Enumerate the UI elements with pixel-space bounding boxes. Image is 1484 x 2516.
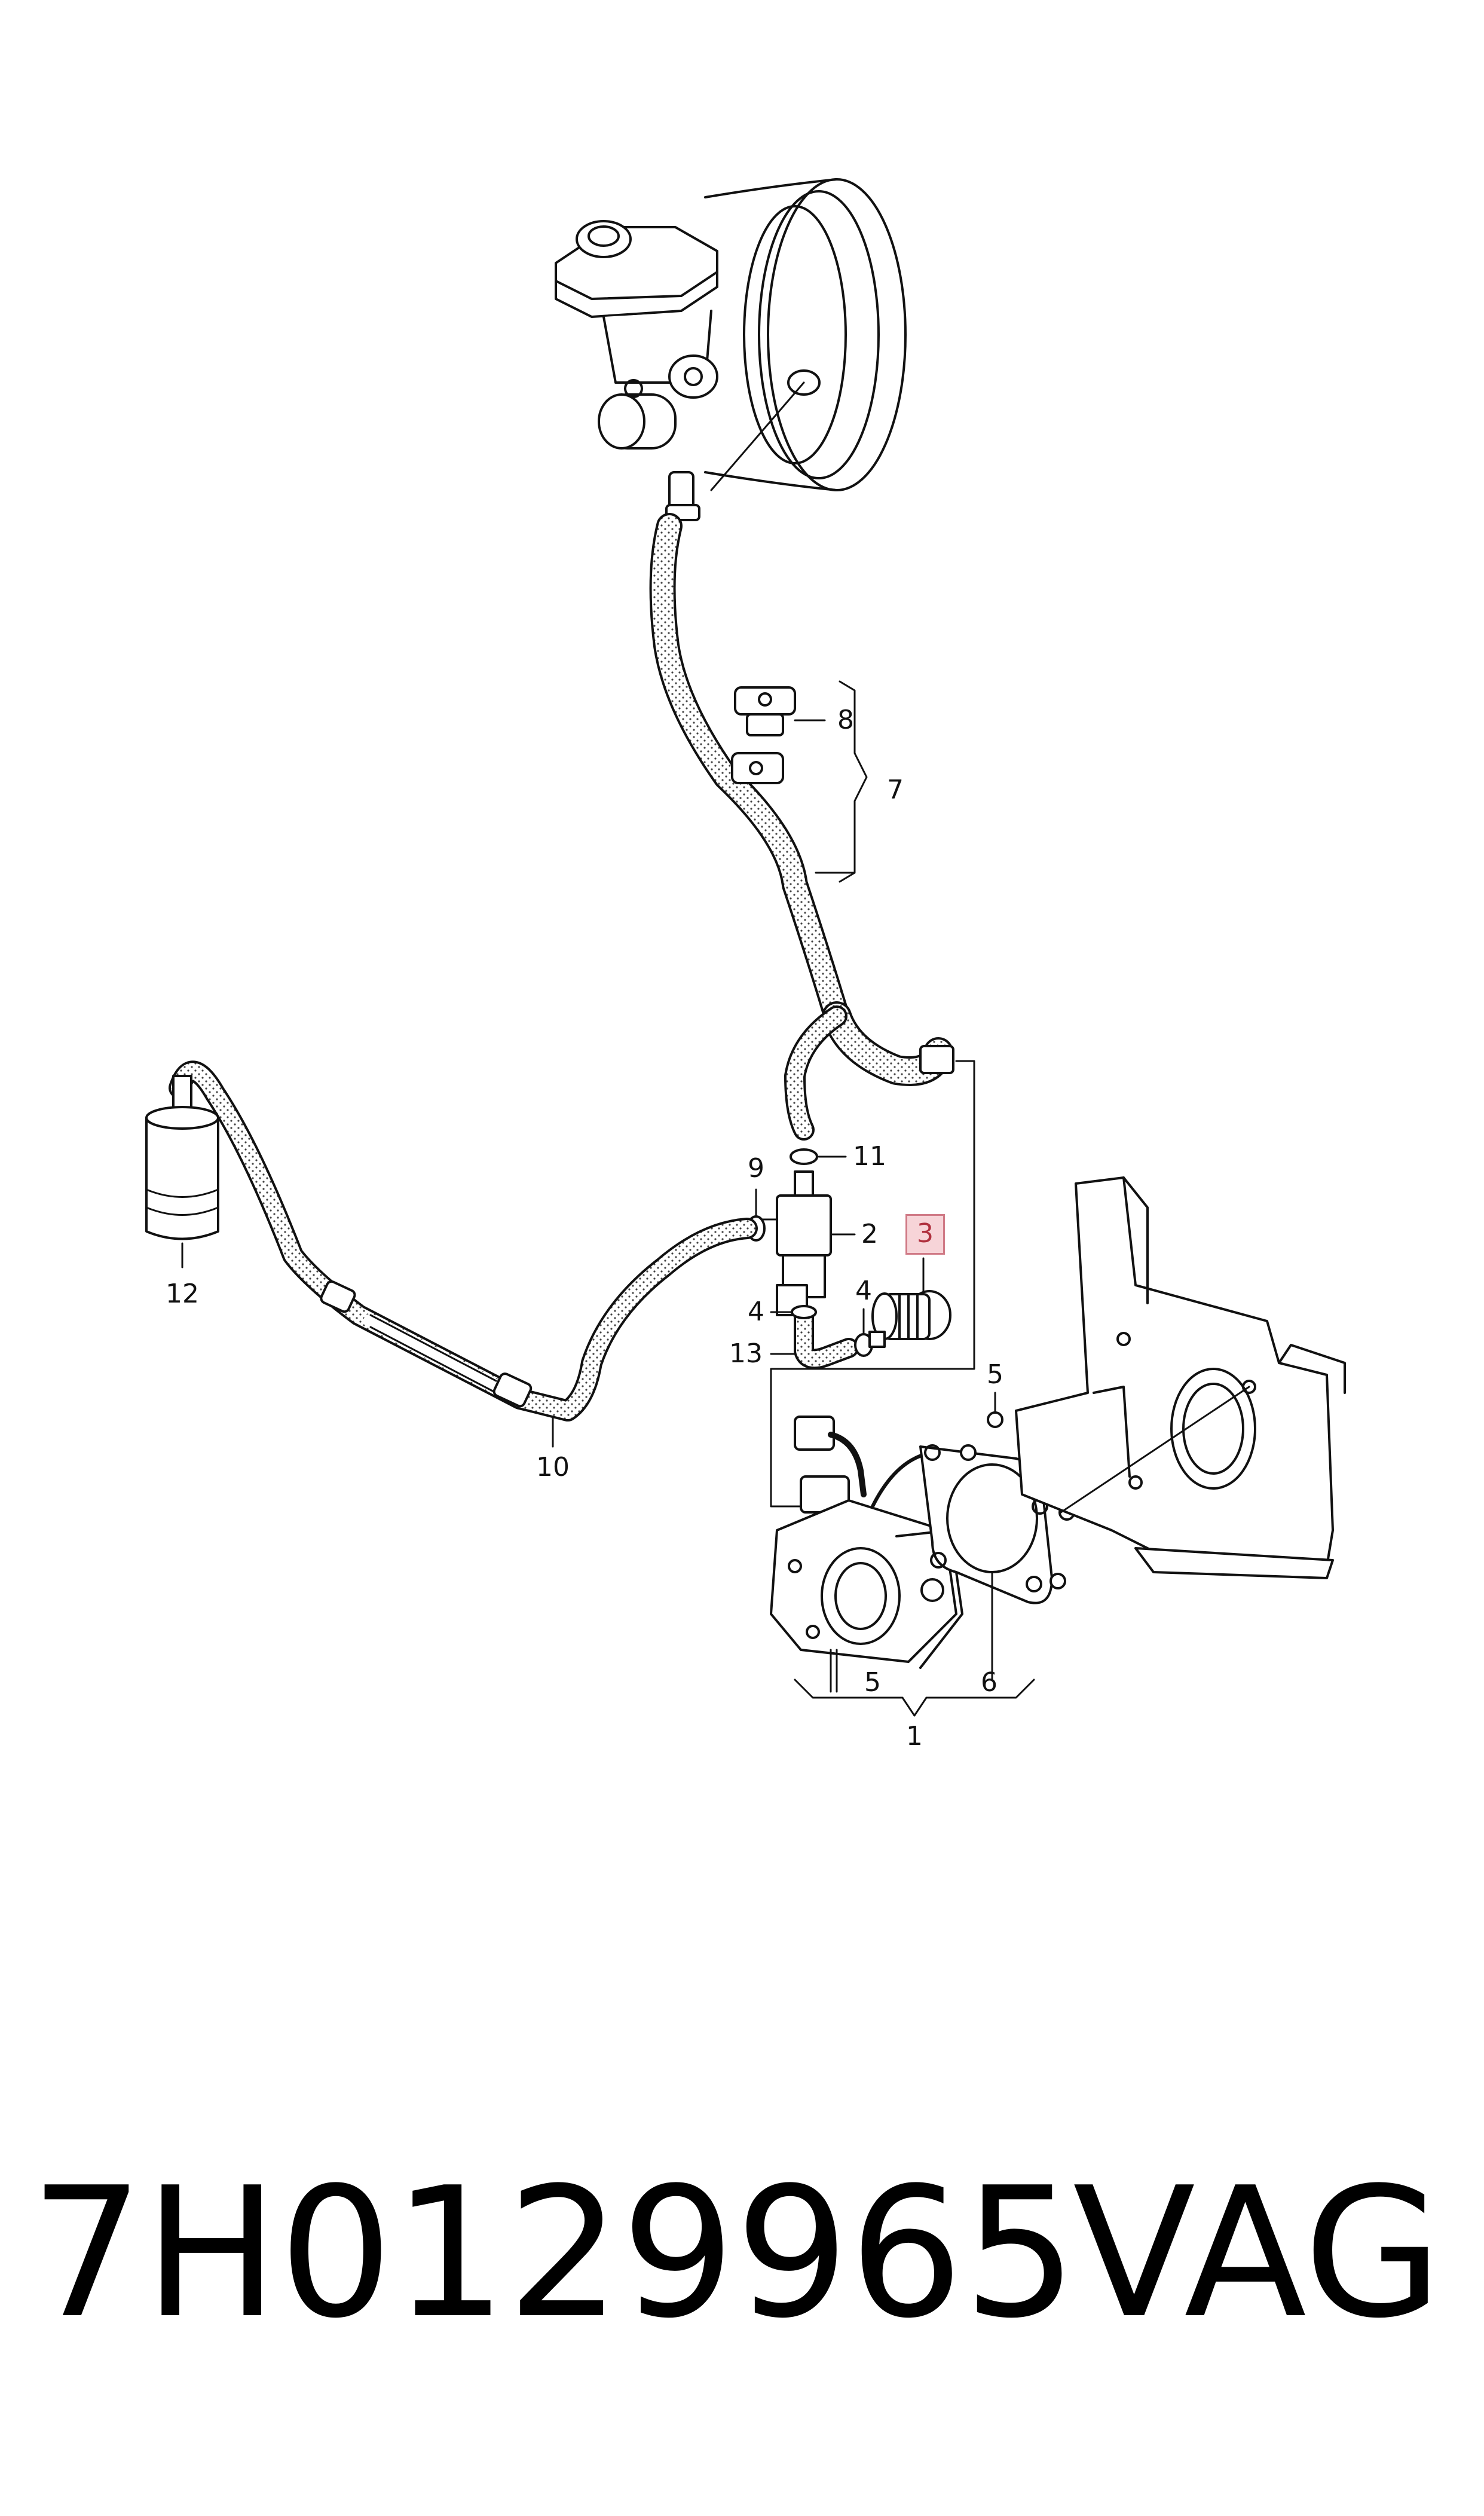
hose-clip-8 [734, 686, 826, 736]
connector-lines [770, 1060, 975, 1508]
hose-clip-7 [731, 752, 784, 784]
clamp-4-left [770, 1305, 817, 1319]
callout-4-left[interactable]: 4 [748, 1297, 764, 1327]
vacuum-reservoir-12 [145, 1075, 219, 1268]
damper-3 [868, 1257, 951, 1348]
vacuum-hose-upper [649, 471, 850, 1029]
brake-booster [704, 178, 907, 491]
callout-11[interactable]: 11 [853, 1141, 886, 1172]
callout-1[interactable]: 1 [906, 1721, 923, 1751]
throttle-body [770, 1416, 963, 1693]
callout-9[interactable]: 9 [748, 1153, 764, 1184]
callout-5-top[interactable]: 5 [987, 1359, 1003, 1390]
callout-12[interactable]: 12 [166, 1279, 199, 1309]
callout-2[interactable]: 2 [861, 1219, 878, 1249]
callout-4-right[interactable]: 4 [855, 1276, 872, 1306]
callout-3[interactable]: 3 [905, 1214, 945, 1255]
callout-7[interactable]: 7 [887, 775, 904, 805]
callout-8[interactable]: 8 [837, 705, 854, 735]
vacuum-line-10 [169, 1060, 758, 1448]
brace-1 [794, 1679, 1035, 1717]
callout-6[interactable]: 6 [981, 1667, 998, 1698]
clamp-11 [790, 1148, 847, 1165]
solenoid-valve-2 [752, 1170, 856, 1316]
brand-name: VAG [1073, 2149, 1443, 2358]
gasket-6 [919, 1444, 1053, 1681]
hose-13 [770, 1305, 859, 1369]
part-number: 7H0129965 [30, 2149, 1078, 2358]
callout-10[interactable]: 10 [536, 1452, 570, 1482]
master-cylinder-reservoir [555, 220, 718, 450]
vacuum-hose-lower [784, 1001, 954, 1141]
intake-manifold-bracket [1015, 1176, 1346, 1579]
callout-13[interactable]: 13 [729, 1338, 763, 1369]
callout-5-bottom[interactable]: 5 [864, 1667, 881, 1698]
